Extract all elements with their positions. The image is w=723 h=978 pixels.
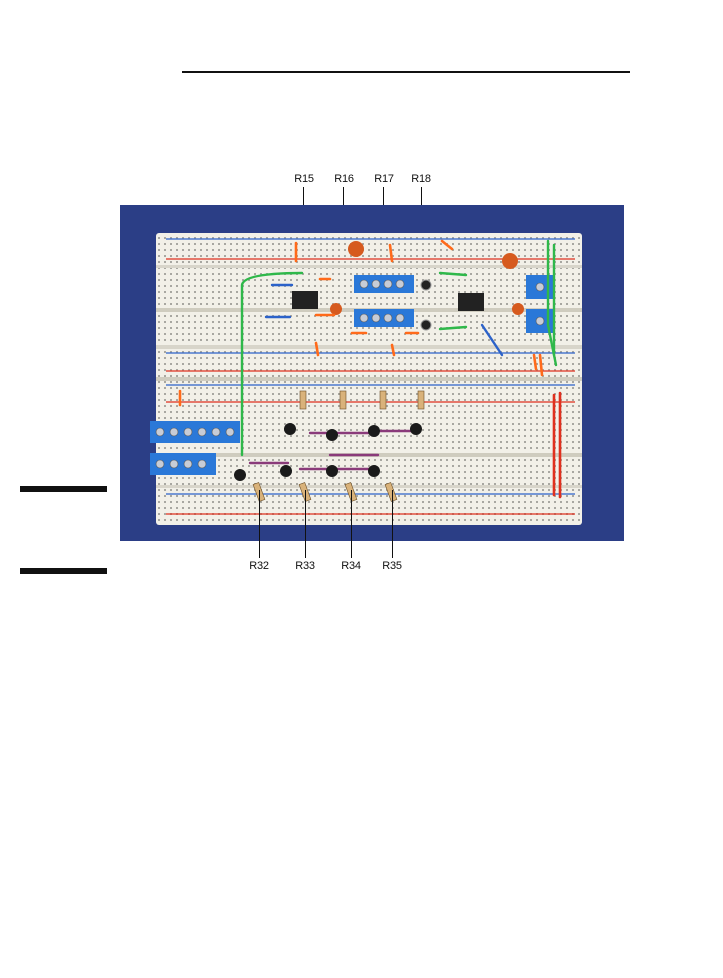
label-r34: R34 bbox=[341, 560, 361, 572]
leader-r32 bbox=[259, 490, 260, 558]
leader-r33 bbox=[305, 490, 306, 558]
margin-bar-upper bbox=[20, 486, 107, 492]
breadboard-photo bbox=[120, 205, 624, 541]
header-rule bbox=[182, 71, 630, 73]
label-r16: R16 bbox=[334, 173, 354, 185]
label-r32: R32 bbox=[249, 560, 269, 572]
ic-left bbox=[292, 291, 318, 309]
terminal-block-f bbox=[150, 453, 216, 475]
terminal-block-e bbox=[150, 421, 240, 443]
label-r35: R35 bbox=[382, 560, 402, 572]
label-r18: R18 bbox=[411, 173, 431, 185]
label-r33: R33 bbox=[295, 560, 315, 572]
label-r15: R15 bbox=[294, 173, 314, 185]
margin-bar-lower bbox=[20, 568, 107, 574]
leader-r34 bbox=[351, 490, 352, 558]
ic-right bbox=[458, 293, 484, 311]
breadboard-illustration bbox=[150, 233, 582, 525]
leader-r35 bbox=[392, 490, 393, 558]
label-r17: R17 bbox=[374, 173, 394, 185]
